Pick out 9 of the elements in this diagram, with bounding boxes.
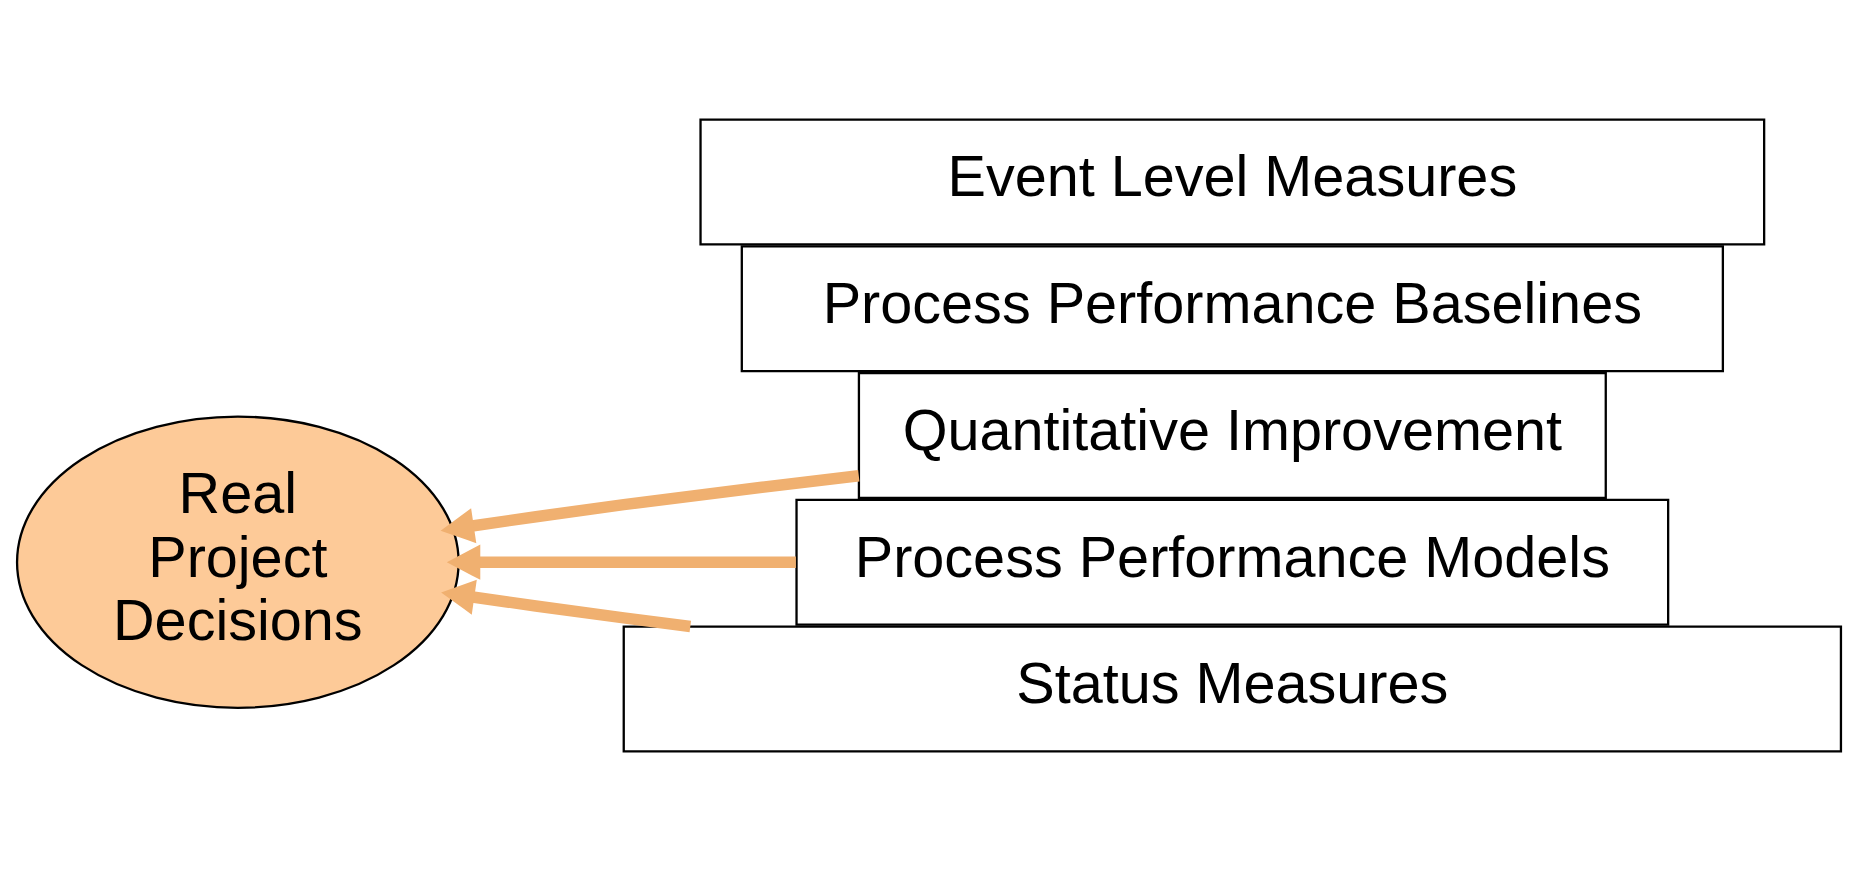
arrow — [446, 544, 796, 580]
arrow — [440, 469, 860, 543]
node-box: Quantitative Improvement — [857, 371, 1607, 499]
arrow — [441, 579, 692, 632]
node-box: Process Performance Models — [795, 498, 1670, 626]
node-box: Status Measures — [622, 624, 1843, 752]
node-box: Process Performance Baselines — [740, 244, 1724, 372]
node-box: Event Level Measures — [699, 118, 1766, 246]
node-ellipse: Real Project Decisions — [15, 415, 460, 709]
